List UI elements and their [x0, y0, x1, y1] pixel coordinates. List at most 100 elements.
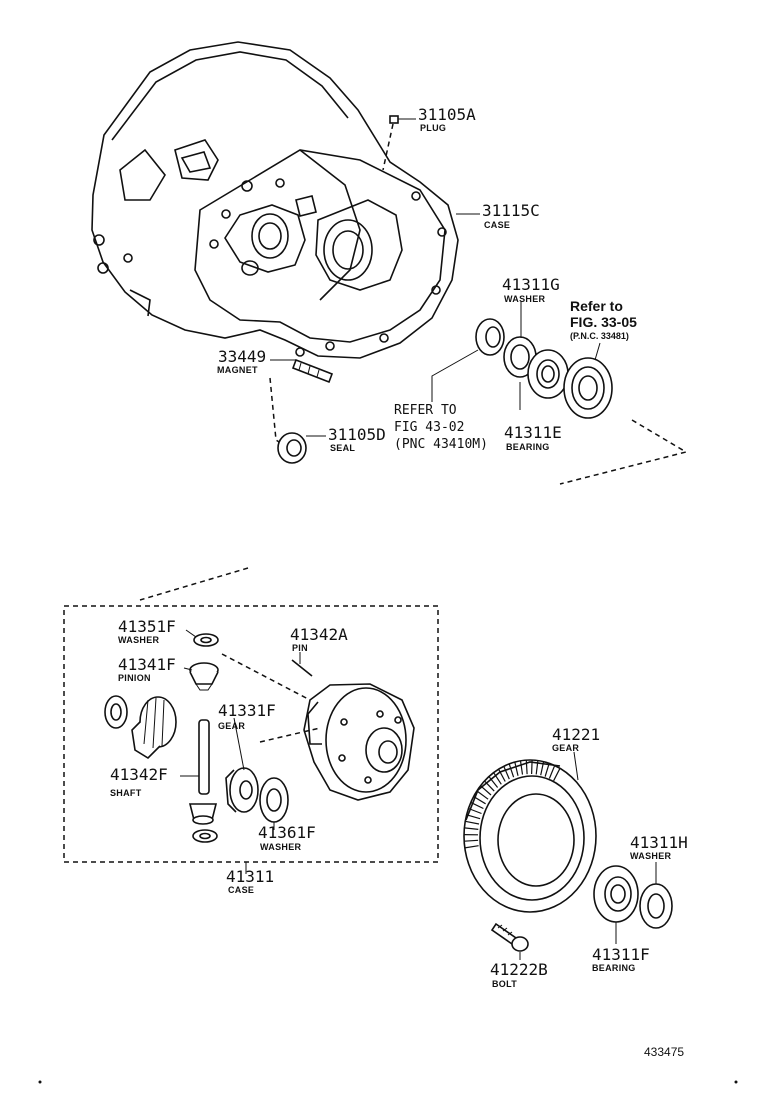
bearing-e-part: [527, 349, 569, 399]
pinion-part: [189, 662, 219, 691]
callout-magnet-name: MAGNET: [217, 365, 258, 375]
pin-part: [291, 659, 313, 677]
callout-pinion-name: PINION: [118, 673, 151, 683]
shaft-part: [198, 719, 210, 795]
gear-tooth: [484, 780, 495, 792]
magnet-part: [291, 358, 334, 384]
gear-tooth: [473, 795, 486, 805]
gear-tooth: [465, 820, 480, 825]
gear-tooth: [468, 807, 482, 815]
left-washer-hole: [110, 703, 122, 721]
pinion-leader: [183, 667, 193, 671]
callout-bolt-name: BOLT: [492, 979, 517, 989]
callout-gear-331-name: GEAR: [218, 721, 245, 731]
washer-351-dash: [221, 653, 311, 701]
callout-washer-h-name: WASHER: [630, 851, 672, 861]
callout-washer-g-number: 41311G: [502, 275, 560, 294]
corner-mark: [38, 1080, 42, 1084]
ref-4302-line3: (PNC 43410M): [394, 437, 488, 452]
callout-magnet-number: 33449: [218, 347, 266, 366]
left-side-gear-part: [131, 696, 177, 760]
callout-seal-name: SEAL: [330, 443, 355, 453]
callout-pin-name: PIN: [292, 643, 308, 653]
gear-tooth: [466, 814, 481, 820]
assembly-dash-left: [139, 567, 249, 601]
transaxle-case-drawing: [91, 41, 459, 359]
ref-4302-leader: [431, 349, 479, 402]
callout-case-diff-number: 41311: [226, 867, 274, 886]
callout-gear-331-number: 41331F: [218, 701, 276, 720]
callout-bearing-f-name: BEARING: [592, 963, 636, 973]
callout-bearing-f-number: 41311F: [592, 945, 650, 964]
bearing-ref-part: [563, 357, 613, 419]
callout-bearing-e-number: 41311E: [504, 423, 562, 442]
side-gear-331-part: [225, 767, 259, 813]
ref-4302-line1: REFER TO: [394, 403, 457, 418]
lower-washer-part: [192, 829, 218, 843]
gear-tooth: [535, 760, 539, 775]
gear-tooth: [508, 763, 515, 778]
gear-tooth: [519, 760, 524, 775]
gear-tooth: [480, 785, 492, 796]
callout-washer-g-name: WASHER: [504, 294, 546, 304]
callout-case-diff-name: CASE: [228, 885, 254, 895]
diff-case-part: [303, 683, 415, 801]
callout-bolt-number: 41222B: [490, 960, 548, 979]
gear-tooth: [476, 790, 489, 800]
gear-tooth: [498, 768, 506, 782]
gear-tooth: [470, 801, 484, 810]
gear-tooth: [514, 761, 519, 776]
corner-mark: [734, 1080, 738, 1084]
ref-3305-line2: FIG. 33-05: [570, 314, 637, 330]
callout-washer-h-number: 41311H: [630, 833, 688, 852]
gear-tooth: [464, 827, 479, 830]
callout-seal-number: 31105D: [328, 425, 386, 444]
callout-pinion-number: 41341F: [118, 655, 176, 674]
lower-pinion-part: [188, 803, 218, 825]
callout-plug-number: 31105A: [418, 105, 476, 124]
ref-4302-line2: FIG 43-02: [394, 420, 464, 435]
ring-gear-leader: [573, 751, 579, 781]
oil-seal-right: [475, 318, 505, 356]
gear-331-dash: [259, 727, 321, 743]
plug-part: [389, 115, 399, 124]
callout-washer-351-number: 41351F: [118, 617, 176, 636]
gear-331-leader: [233, 717, 245, 771]
callout-ring-gear-number: 41221: [552, 725, 600, 744]
callout-plug-name: PLUG: [420, 123, 446, 133]
gear-tooth: [548, 765, 556, 779]
callout-bearing-e-name: BEARING: [506, 442, 550, 452]
gear-tooth: [531, 759, 533, 775]
ring-gear-teeth: [463, 759, 561, 849]
washer-351-leader: [185, 629, 197, 638]
gear-tooth: [525, 760, 528, 775]
callout-case-top-name: CASE: [484, 220, 510, 230]
bearing-f-part: [593, 865, 639, 923]
ref-3305-line1: Refer to: [570, 298, 623, 314]
callout-shaft-number: 41342F: [110, 765, 168, 784]
callout-pin-number: 41342A: [290, 625, 348, 644]
figure-number: 433475: [644, 1045, 684, 1059]
callout-washer-351-name: WASHER: [118, 635, 160, 645]
callout-ring-gear-name: GEAR: [552, 743, 579, 753]
seal-part: [277, 432, 307, 464]
washer-361-part: [259, 777, 289, 823]
callout-case-top-number: 31115C: [482, 201, 540, 220]
ref-3305-leader: [594, 342, 601, 361]
gear-tooth: [544, 763, 550, 777]
gear-tooth: [488, 776, 499, 788]
callout-washer-361-number: 41361F: [258, 823, 316, 842]
gear-tooth: [540, 761, 545, 776]
callout-shaft-name: SHAFT: [110, 788, 142, 798]
bolt-part: [490, 922, 529, 952]
gear-tooth: [464, 845, 479, 849]
ring-gear-part: [463, 759, 597, 913]
washer-351-part: [193, 633, 219, 647]
gear-tooth: [464, 839, 479, 842]
ref-3305-line3: (P.N.C. 33481): [570, 331, 629, 341]
plug-dash: [382, 123, 394, 171]
assembly-dash-right: [559, 419, 688, 485]
callout-washer-361-name: WASHER: [260, 842, 302, 852]
